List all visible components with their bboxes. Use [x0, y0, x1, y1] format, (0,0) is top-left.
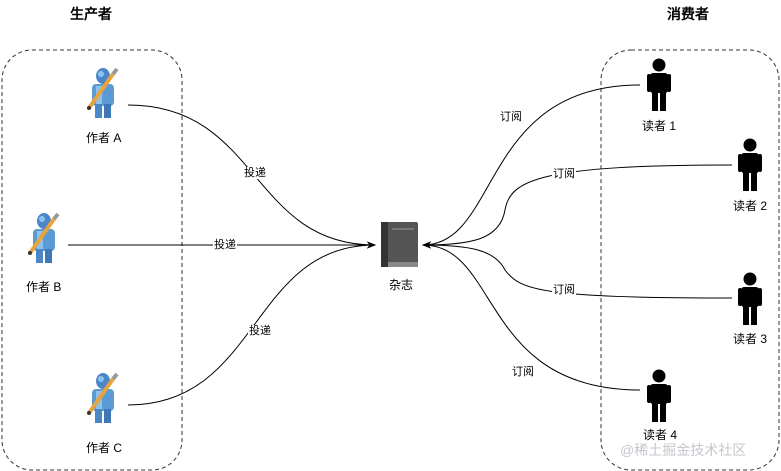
producer-group-title: 生产者	[70, 6, 112, 22]
reader-1-label: 读者 1	[642, 119, 677, 133]
edge-label-deliver-b: 投递	[213, 239, 237, 251]
author-a-label: 作者 A	[86, 131, 122, 145]
producer-group-box	[1, 49, 183, 471]
consumer-group-box	[600, 49, 780, 471]
edge-reader-3-to-magazine	[422, 241, 733, 299]
consumer-group-title: 消费者	[667, 6, 709, 22]
edge-label-subscribe-1: 订阅	[499, 111, 523, 123]
writer-icon	[26, 211, 60, 265]
person-icon	[738, 138, 762, 191]
writer-icon	[85, 371, 119, 425]
reader-2-label: 读者 2	[733, 199, 768, 213]
edge-label-subscribe-4: 订阅	[511, 366, 535, 378]
edge-reader-2-to-magazine	[422, 164, 733, 249]
writer-icon	[85, 66, 119, 120]
edge-label-subscribe-3: 订阅	[552, 284, 576, 296]
book-icon	[381, 222, 418, 267]
edge-reader-4-to-magazine	[422, 241, 641, 391]
edge-label-deliver-c: 投递	[248, 325, 272, 337]
reader-4-label: 读者 4	[643, 428, 678, 442]
person-icon	[647, 58, 671, 111]
watermark: @稀土掘金技术社区	[620, 442, 747, 458]
reader-3-label: 读者 3	[733, 332, 768, 346]
edge-reader-1-to-magazine	[422, 84, 641, 249]
edge-label-deliver-a: 投递	[243, 167, 267, 179]
person-icon	[738, 272, 762, 325]
edge-label-subscribe-2: 订阅	[552, 168, 576, 180]
author-c-label: 作者 C	[86, 441, 123, 455]
magazine-label: 杂志	[389, 278, 414, 292]
author-b-label: 作者 B	[26, 280, 62, 294]
person-icon	[647, 369, 671, 422]
